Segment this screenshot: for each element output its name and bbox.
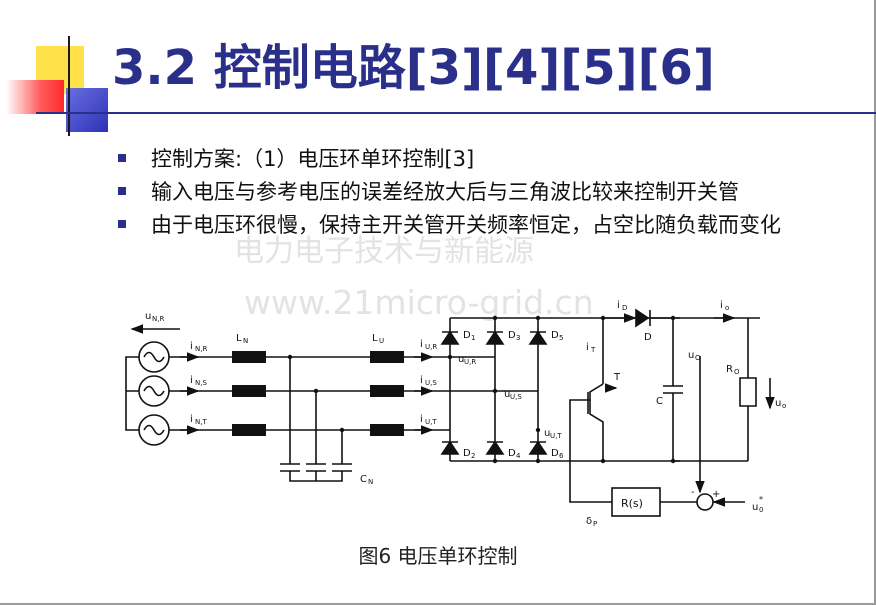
label-u-nr: u (145, 311, 151, 322)
label-i-nt-sub: N,T (195, 418, 207, 426)
label-u-ur-sub: U,R (464, 358, 476, 366)
figure-caption: 图6 电压单环控制 (358, 544, 518, 568)
label-i-ns-sub: N,S (195, 379, 207, 387)
label-i-us-sub: U,S (425, 379, 437, 387)
watermark-text: 电力电子技术与新能源 (234, 234, 534, 269)
label-ln: L (236, 333, 242, 344)
label-d3-sub: 3 (516, 334, 520, 342)
label-u-us-sub: U,S (510, 393, 522, 401)
label-d6: D (551, 448, 559, 459)
vertical-line-decoration (68, 36, 70, 136)
inductor-ln (232, 351, 266, 436)
label-u-us: u (504, 389, 510, 400)
label-i-d: i (617, 300, 620, 311)
label-lu-sub: U (379, 337, 384, 345)
label-u-nr-sub: N,R (152, 315, 164, 323)
label-i-us: i (420, 375, 423, 386)
label-d5-sub: 5 (559, 334, 563, 342)
label-i-ut: i (420, 414, 423, 425)
label-r-o: R (726, 364, 733, 375)
bullet-item: 输入电压与参考电压的误差经放大后与三角波比较来控制开关管 (118, 176, 858, 208)
label-cn: C (360, 474, 367, 485)
label-i-ns: i (190, 375, 193, 386)
bullet-square-icon (118, 187, 126, 195)
label-d3: D (508, 330, 516, 341)
label-u-o: u (775, 398, 781, 409)
label-u-ut: u (544, 428, 550, 439)
bullet-list: 控制方案:（1）电压环单环控制[3] 输入电压与参考电压的误差经放大后与三角波比… (118, 143, 858, 242)
bullet-item: 控制方案:（1）电压环单环控制[3] (118, 143, 858, 175)
page-title: 3.2 控制电路[3][4][5][6] (112, 40, 715, 96)
label-i-ut-sub: U,T (425, 418, 437, 426)
ac-source-r (138, 341, 170, 373)
circuit-diagram: u N,R i N,R i N,S i N,T L N L U C N i U,… (125, 300, 786, 528)
label-c: C (656, 396, 663, 407)
label-i-d-sub: D (622, 304, 627, 312)
label-delta-p-sub: P (593, 520, 597, 528)
bullet-square-icon (118, 220, 126, 228)
label-u-ut-sub: U,T (550, 432, 562, 440)
label-d2-sub: 2 (471, 452, 475, 460)
label-d4-sub: 4 (516, 452, 521, 460)
label-d5: D (551, 330, 559, 341)
label-i-o: i (720, 300, 723, 311)
inductor-lu (370, 351, 404, 436)
label-d4: D (508, 448, 516, 459)
label-d1-sub: 1 (471, 334, 475, 342)
label-rs-block: R(s) (621, 497, 643, 510)
label-cn-sub: N (368, 478, 373, 486)
ac-source-t (138, 414, 170, 446)
label-r-o-sub: O (734, 368, 740, 376)
label-d2: D (463, 448, 471, 459)
label-lu: L (372, 333, 378, 344)
label-u-o-sub: o (782, 402, 786, 410)
title-underline (36, 112, 876, 114)
label-t: T (613, 372, 621, 383)
label-u-ur: u (458, 354, 464, 365)
label-delta-p: δ (586, 516, 592, 527)
label-d6-sub: 6 (559, 452, 564, 460)
watermark-url: www.21micro-grid.cn (244, 283, 594, 322)
label-u-o-ref-sup: * (759, 495, 763, 504)
label-i-nr: i (190, 341, 193, 352)
label-i-ur: i (420, 339, 423, 350)
label-i-t-sub: T (590, 346, 596, 354)
label-i-t: i (586, 342, 589, 353)
ac-source-s (138, 375, 170, 407)
label-d: D (644, 332, 652, 343)
bullet-square-icon (118, 154, 126, 162)
label-plus: + (712, 489, 720, 500)
label-i-nr-sub: N,R (195, 345, 207, 353)
label-i-ur-sub: U,R (425, 343, 437, 351)
red-square-decoration (6, 80, 64, 114)
label-i-nt: i (190, 414, 193, 425)
blue-square-decoration (66, 88, 108, 132)
bullet-item: 由于电压环很慢，保持主开关管开关频率恒定，占空比随负载而变化 (118, 209, 858, 241)
label-u-o-ref-sub: 0 (759, 506, 763, 514)
label-d1: D (463, 330, 471, 341)
label-minus: - (691, 487, 695, 498)
label-ln-sub: N (243, 337, 248, 345)
label-i-o-sub: o (725, 304, 729, 312)
label-u-o-ref: u (752, 502, 758, 513)
label-u-o-node-sub: O (695, 354, 701, 362)
label-u-o-node: u (688, 350, 694, 361)
